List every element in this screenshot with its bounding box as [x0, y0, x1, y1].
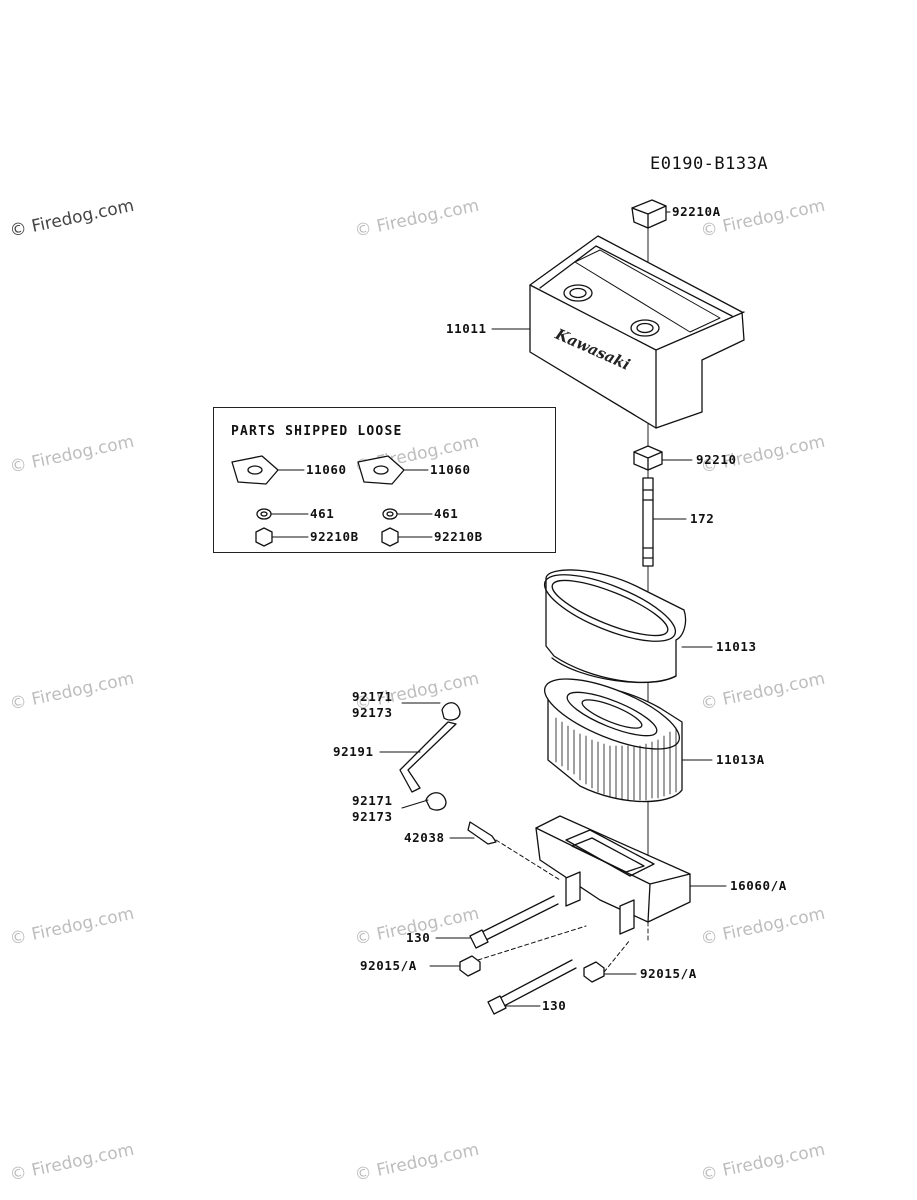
cap-nut-92210a-part — [631, 199, 667, 229]
callout-label: 92210B — [310, 529, 359, 544]
air-cleaner-base-part — [535, 815, 691, 935]
stud-172-part — [642, 477, 654, 567]
parts-shipped-loose-title: PARTS SHIPPED LOOSE — [231, 424, 403, 439]
bolt-130-lower-part — [487, 959, 577, 1015]
callout-label: 11060 — [306, 462, 347, 477]
callout-42038: 42038 — [404, 830, 445, 845]
callout-92015a-right: 92015/A — [640, 966, 697, 981]
callout-label: 92210B — [434, 529, 483, 544]
gasket-11060-part — [357, 455, 405, 485]
nut-92210b-part — [255, 527, 273, 547]
callout-92210: 92210 — [696, 452, 737, 467]
gasket-11060-part — [231, 455, 279, 485]
parts-shipped-loose-box: PARTS SHIPPED LOOSE — [213, 407, 556, 553]
callout-130-lower: 130 — [542, 998, 567, 1013]
air-cleaner-cover-part — [529, 235, 745, 429]
callout-92171-top: 92171 — [352, 689, 393, 704]
bolt-130-upper-part — [469, 895, 559, 949]
callout-11011: 11011 — [446, 321, 487, 336]
callout-172: 172 — [690, 511, 715, 526]
callout-92015a-left: 92015/A — [360, 958, 417, 973]
callout-92173-top: 92173 — [352, 705, 393, 720]
nut-92015a-left-part — [459, 955, 481, 977]
nut-92210-part — [633, 445, 663, 471]
callout-92173-bottom: 92173 — [352, 809, 393, 824]
callout-11013a: 11013A — [716, 752, 765, 767]
diagram-code: E0190-B133A — [650, 154, 769, 174]
leader-line — [401, 799, 429, 809]
breather-hose-part — [399, 702, 497, 845]
callout-92171-bottom: 92171 — [352, 793, 393, 808]
callout-130-upper: 130 — [406, 930, 431, 945]
nut-92210b-part — [381, 527, 399, 547]
pre-cleaner-part — [543, 569, 687, 684]
callout-label: 461 — [310, 506, 335, 521]
callout-92210a: 92210A — [672, 204, 721, 219]
callout-11013: 11013 — [716, 639, 757, 654]
alignment-line — [603, 939, 631, 973]
callout-label: 11060 — [430, 462, 471, 477]
alignment-line — [495, 839, 561, 881]
filter-element-part — [543, 678, 683, 803]
callout-92191: 92191 — [333, 744, 374, 759]
nut-92015a-right-part — [583, 961, 605, 983]
alignment-line — [477, 925, 587, 961]
callout-16060a: 16060/A — [730, 878, 787, 893]
callout-label: 461 — [434, 506, 459, 521]
